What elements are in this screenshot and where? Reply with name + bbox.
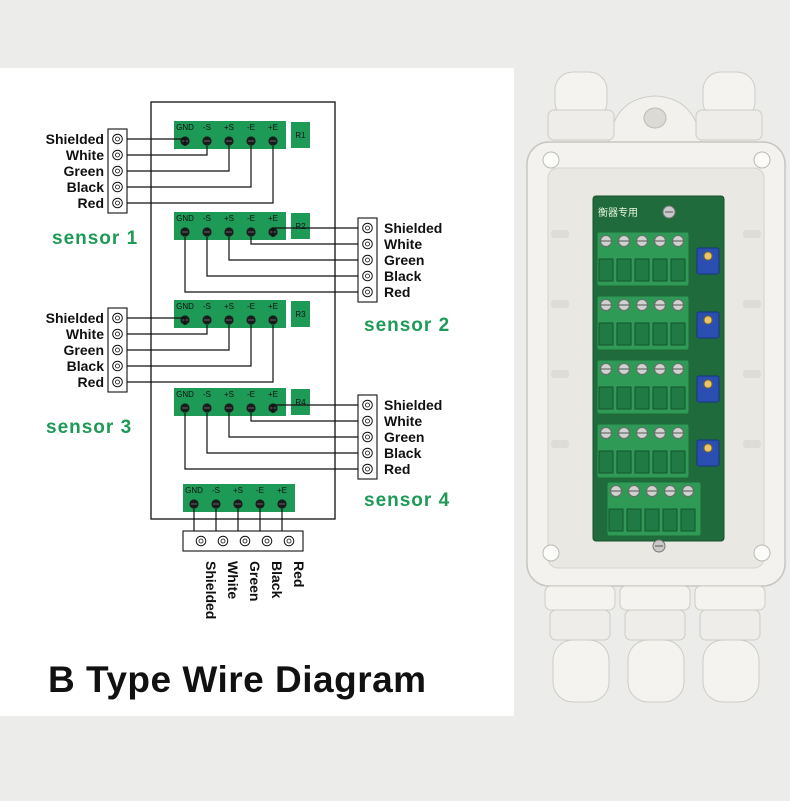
resistor-pad (291, 301, 310, 327)
terminal-label: -E (247, 390, 255, 399)
cable-gland-bottom-left (544, 585, 616, 703)
trimmer-potentiometer (696, 375, 720, 403)
wire-color-label: White (384, 413, 422, 429)
terminal-block-4: GND -S +S -E +E R4 (174, 388, 310, 416)
terminal-label: -E (247, 214, 255, 223)
resistor-label: R2 (295, 222, 306, 231)
terminal-label: +S (224, 123, 234, 132)
wire-color-label: Shielded (384, 220, 442, 236)
resistor-label: R4 (295, 398, 306, 407)
wire-color-label: Shielded (384, 397, 442, 413)
sensor-4-label: sensor 4 (364, 490, 450, 511)
wire-color-label: Red (384, 284, 410, 300)
terminal-label: -S (212, 486, 220, 495)
pcb-terminal-row (596, 231, 720, 287)
sensor-connector-4 (357, 394, 378, 480)
sensor-connector-2 (357, 217, 378, 303)
resistor-pad (291, 213, 310, 239)
terminal-label: +S (224, 214, 234, 223)
terminal-block-2: GND -S +S -E +E R2 (174, 212, 310, 240)
pcb-output-terminal (606, 481, 702, 537)
terminal-label: -S (203, 214, 211, 223)
terminal-label: GND (185, 486, 203, 495)
wire-color-label: Red (78, 195, 104, 211)
sensor-2-label: sensor 2 (364, 315, 450, 336)
wire-color-label: Black (67, 179, 105, 195)
wire-color-label: White (66, 147, 104, 163)
trimmer-potentiometer (696, 439, 720, 467)
terminal-label: -E (247, 302, 255, 311)
terminal-label: +E (277, 486, 287, 495)
wire-color-label: Shielded (46, 310, 104, 326)
wire-diagram: GND-S+S-E+ER1GND-S+S-E+ER2GND-S+S-E+ER3G… (46, 101, 450, 619)
terminal-label: GND (176, 214, 194, 223)
cable-gland-bottom-right (694, 585, 766, 703)
wire-color-label: Green (384, 252, 424, 268)
pcb-board-label: 衡器专用 (598, 206, 638, 219)
terminal-label: +E (268, 390, 278, 399)
terminal-label: GND (176, 390, 194, 399)
wire-color-label: Shielded (46, 131, 104, 147)
resistor-label: R1 (295, 131, 306, 140)
sensor-connector-3 (107, 307, 128, 393)
trimmer-potentiometer (696, 311, 720, 339)
wire-color-label: Black (384, 268, 422, 284)
resistor-pad (291, 389, 310, 415)
terminal-label: +E (268, 302, 278, 311)
wire-color-label: Green (384, 429, 424, 445)
wire-color-label: Green (64, 163, 104, 179)
junction-box-photo: 衡器专用 (526, 71, 786, 703)
output-wire-label: Red (291, 561, 307, 587)
wire-color-label: Black (67, 358, 105, 374)
wire-color-label: Black (384, 445, 422, 461)
terminal-label: -S (203, 123, 211, 132)
trimmer-potentiometer (696, 247, 720, 275)
output-connector: Shielded White Green Black Red (182, 530, 307, 619)
cable-gland-bottom-middle (619, 585, 691, 703)
wire-color-label: Red (384, 461, 410, 477)
terminal-block-3: GND -S +S -E +E R3 (174, 300, 310, 328)
terminal-label: -E (256, 486, 264, 495)
output-wire-label: Black (269, 561, 285, 599)
output-wire-label: White (225, 561, 241, 599)
wire-color-label: Green (64, 342, 104, 358)
terminal-label: GND (176, 123, 194, 132)
resistor-label: R3 (295, 310, 306, 319)
sensor-3-label: sensor 3 (46, 417, 132, 438)
sensor-connector-1 (107, 128, 128, 214)
terminal-label: GND (176, 302, 194, 311)
output-wire-label: Green (247, 561, 263, 601)
terminal-label: -S (203, 390, 211, 399)
terminal-label: +E (268, 214, 278, 223)
terminal-block-5: GND -S +S -E +E (183, 484, 295, 512)
resistor-pad (291, 122, 310, 148)
diagram-title: B Type Wire Diagram (48, 659, 427, 700)
terminal-label: +S (233, 486, 243, 495)
wire-color-label: Red (78, 374, 104, 390)
terminal-label: +E (268, 123, 278, 132)
pcb-terminal-row (596, 295, 720, 351)
terminal-label: +S (224, 302, 234, 311)
wire-color-label: White (66, 326, 104, 342)
enclosure-outline (150, 101, 336, 520)
pcb-terminal-row (596, 359, 720, 415)
terminal-label: +S (224, 390, 234, 399)
terminal-label: -S (203, 302, 211, 311)
terminal-label: -E (247, 123, 255, 132)
output-wire-label: Shielded (203, 561, 219, 619)
pcb-terminal-row (596, 423, 720, 479)
wire-color-label: White (384, 236, 422, 252)
sensor-1-label: sensor 1 (52, 228, 138, 249)
